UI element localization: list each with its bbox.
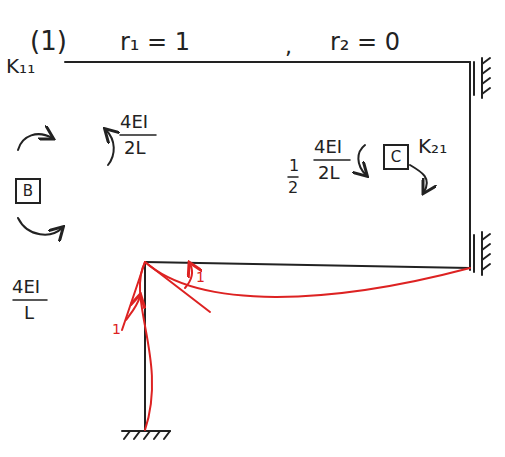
joint-letter: C <box>391 150 401 165</box>
annotation: 4EI <box>120 113 148 131</box>
joint-box: C <box>383 144 409 170</box>
annotation: L <box>24 304 34 322</box>
annotation: 2L <box>318 164 339 182</box>
joint-letter: B <box>23 184 33 199</box>
annotation: 2 <box>288 180 298 196</box>
annotation: 1 <box>289 158 299 174</box>
annotation: 1 <box>196 270 205 284</box>
annotation: , <box>285 36 292 58</box>
annotation: 1 <box>112 322 121 336</box>
annotation: K₁₁ <box>6 56 35 76</box>
annotation: K₂₁ <box>418 136 447 156</box>
annotation: 4EI <box>314 138 342 156</box>
annotation: 4EI <box>12 278 40 296</box>
annotation: 2L <box>124 139 145 157</box>
annotation: r₁ = 1 <box>120 30 190 54</box>
annotation: r₂ = 0 <box>330 30 400 54</box>
joint-box: B <box>15 178 41 204</box>
annotation: (1) <box>30 28 67 54</box>
